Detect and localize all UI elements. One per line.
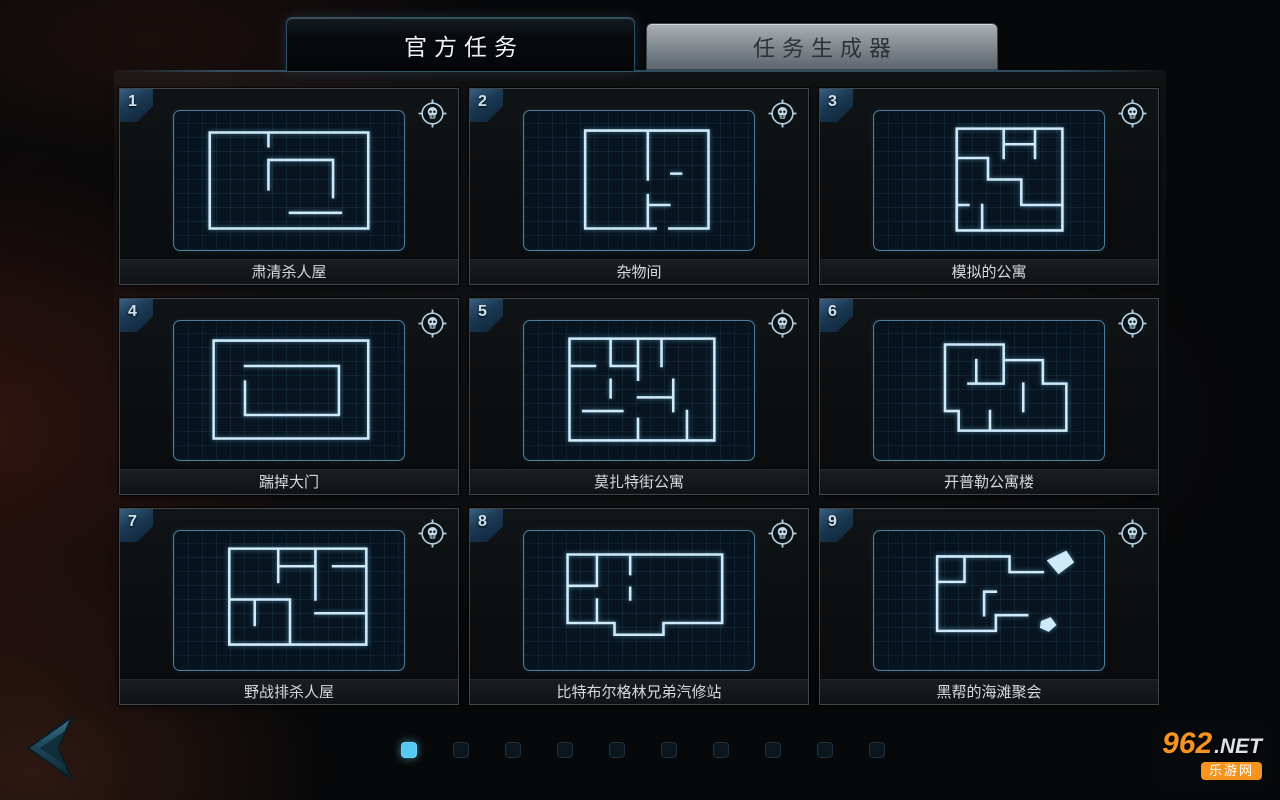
mission-number-badge: 7 (120, 509, 153, 542)
mission-number-badge: 8 (470, 509, 503, 542)
watermark-site-name: 乐游网 (1200, 762, 1262, 780)
pagination-dot-9[interactable] (817, 742, 833, 758)
skull-target-icon (768, 309, 797, 338)
mission-blueprint (173, 110, 405, 251)
watermark-tld: .NET (1214, 735, 1262, 758)
mission-blueprint (173, 320, 405, 461)
mission-number-badge: 1 (120, 89, 153, 122)
floorplan-drawing (943, 343, 1068, 432)
watermark-number: 962 (1162, 727, 1213, 760)
mission-number-badge: 9 (820, 509, 853, 542)
mission-number-badge: 4 (120, 299, 153, 332)
pagination-dot-10[interactable] (869, 742, 885, 758)
mission-title: 模拟的公寓 (820, 258, 1158, 284)
mission-grid: 1 肃清杀人屋 2 杂物间 3 模拟的公寓 4 (119, 88, 1159, 705)
skull-target-icon (418, 309, 447, 338)
mission-card-1[interactable]: 1 肃清杀人屋 (119, 88, 459, 285)
pagination-dot-7[interactable] (713, 742, 729, 758)
tab-official-missions[interactable]: 官方任务 (286, 17, 635, 71)
mission-title: 肃清杀人屋 (120, 258, 458, 284)
back-button[interactable] (14, 712, 78, 784)
mission-card-5[interactable]: 5 莫扎特街公寓 (469, 298, 809, 495)
watermark-962net: 962 .NET 乐游网 (1152, 724, 1272, 788)
pagination-dot-3[interactable] (505, 742, 521, 758)
skull-target-icon (768, 519, 797, 548)
mission-blueprint (873, 110, 1105, 251)
mission-title: 比特布尔格林兄弟汽修站 (470, 678, 808, 704)
mission-blueprint (873, 320, 1105, 461)
back-arrow-icon (26, 714, 75, 782)
floorplan-drawing (583, 129, 710, 230)
floorplan-drawing (935, 550, 1075, 633)
mission-card-7[interactable]: 7 野战排杀人屋 (119, 508, 459, 705)
pagination-dot-5[interactable] (609, 742, 625, 758)
skull-target-icon (1118, 519, 1147, 548)
mission-number-badge: 2 (470, 89, 503, 122)
pagination-dot-8[interactable] (765, 742, 781, 758)
skull-target-icon (768, 99, 797, 128)
mission-title: 莫扎特街公寓 (470, 468, 808, 494)
mission-blueprint (173, 530, 405, 671)
mission-title: 开普勒公寓楼 (820, 468, 1158, 494)
skull-target-icon (418, 99, 447, 128)
mission-blueprint (873, 530, 1105, 671)
floorplan-drawing (566, 553, 724, 637)
mission-title: 杂物间 (470, 258, 808, 284)
watermark-logo: 962 .NET (1162, 728, 1262, 760)
skull-target-icon (1118, 309, 1147, 338)
floorplan-drawing (212, 339, 370, 440)
mission-card-9[interactable]: 9 黑帮的海滩聚会 (819, 508, 1159, 705)
mission-card-2[interactable]: 2 杂物间 (469, 88, 809, 285)
floorplan-drawing (568, 337, 716, 442)
skull-target-icon (418, 519, 447, 548)
mission-blueprint (523, 530, 755, 671)
mission-number-badge: 3 (820, 89, 853, 122)
pagination-dot-2[interactable] (453, 742, 469, 758)
mission-blueprint (523, 110, 755, 251)
tab-divider (118, 70, 1163, 72)
mission-card-3[interactable]: 3 模拟的公寓 (819, 88, 1159, 285)
mission-title: 野战排杀人屋 (120, 678, 458, 704)
floorplan-drawing (955, 127, 1064, 232)
tab-mission-generator[interactable]: 任务生成器 (646, 23, 998, 70)
mission-title: 踹掉大门 (120, 468, 458, 494)
pagination-dot-6[interactable] (661, 742, 677, 758)
floorplan-drawing (208, 131, 370, 230)
pagination-dot-4[interactable] (557, 742, 573, 758)
mission-card-8[interactable]: 8 比特布尔格林兄弟汽修站 (469, 508, 809, 705)
pagination (401, 742, 885, 758)
mission-card-6[interactable]: 6 开普勒公寓楼 (819, 298, 1159, 495)
mission-blueprint (523, 320, 755, 461)
skull-target-icon (1118, 99, 1147, 128)
pagination-dot-1[interactable] (401, 742, 417, 758)
mission-number-badge: 5 (470, 299, 503, 332)
mission-card-4[interactable]: 4 踹掉大门 (119, 298, 459, 495)
floorplan-drawing (228, 547, 368, 646)
mission-title: 黑帮的海滩聚会 (820, 678, 1158, 704)
mission-number-badge: 6 (820, 299, 853, 332)
